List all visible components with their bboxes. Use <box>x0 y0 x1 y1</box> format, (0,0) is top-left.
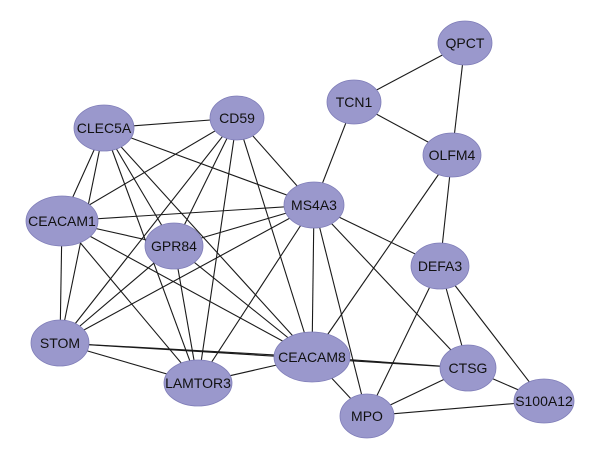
node-clec5a: CLEC5A <box>73 104 135 152</box>
node-shape <box>422 132 482 178</box>
node-label: CLEC5A <box>77 120 132 136</box>
node-label: OLFM4 <box>429 147 476 163</box>
node-shape <box>326 79 382 125</box>
edge-stom-ctsg <box>59 342 469 369</box>
node-lamtor3: LAMTOR3 <box>163 359 233 407</box>
node-tcn1: TCN1 <box>326 79 382 125</box>
edge-cd59-ceacam8 <box>236 117 313 358</box>
node-shape <box>437 20 493 66</box>
edge-clec5a-ms4a3 <box>103 127 315 206</box>
node-shape <box>439 344 497 392</box>
node-defa3: DEFA3 <box>410 242 470 290</box>
edge-defa3-mpo <box>366 265 441 417</box>
node-label: GPR84 <box>151 238 197 254</box>
edge-ms4a3-stom <box>59 204 315 344</box>
edge-cd59-ceacam1 <box>61 117 238 222</box>
node-mpo: MPO <box>339 393 395 439</box>
node-shape <box>73 104 135 152</box>
node-shape <box>209 95 265 141</box>
node-label: MPO <box>351 408 383 424</box>
node-label: CTSG <box>449 360 488 376</box>
edge-clec5a-ceacam8 <box>103 127 313 358</box>
node-ceacam1: CEACAM1 <box>25 195 99 247</box>
edge-cd59-stom <box>59 117 238 344</box>
node-ms4a3: MS4A3 <box>283 181 345 229</box>
node-cd59: CD59 <box>209 95 265 141</box>
edge-ceacam1-lamtor3 <box>61 220 199 384</box>
node-label: MS4A3 <box>291 197 337 213</box>
node-label: CD59 <box>219 110 255 126</box>
node-label: TCN1 <box>336 94 373 110</box>
node-shape <box>410 242 470 290</box>
edge-cd59-lamtor3 <box>197 117 238 384</box>
node-label: S100A12 <box>515 393 573 409</box>
edge-ceacam1-ceacam8 <box>61 220 313 358</box>
node-stom: STOM <box>30 319 90 367</box>
edge-defa3-s100a12 <box>439 265 545 402</box>
edge-olfm4-ceacam8 <box>311 154 453 358</box>
node-ctsg: CTSG <box>439 344 497 392</box>
edge-ms4a3-ctsg <box>313 204 469 369</box>
node-s100a12: S100A12 <box>513 378 575 424</box>
node-qpct: QPCT <box>437 20 493 66</box>
node-ceacam8: CEACAM8 <box>273 331 351 383</box>
edge-ms4a3-lamtor3 <box>197 204 315 384</box>
node-label: QPCT <box>446 35 485 51</box>
node-shape <box>30 319 90 367</box>
node-shape <box>163 359 233 407</box>
node-shape <box>513 378 575 424</box>
node-olfm4: OLFM4 <box>422 132 482 178</box>
node-label: STOM <box>40 335 80 351</box>
node-shape <box>273 331 351 383</box>
node-shape <box>339 393 395 439</box>
node-shape <box>283 181 345 229</box>
node-shape <box>25 195 99 247</box>
node-label: DEFA3 <box>418 258 463 274</box>
node-gpr84: GPR84 <box>144 222 204 270</box>
node-shape <box>144 222 204 270</box>
node-label: LAMTOR3 <box>165 375 231 391</box>
node-label: CEACAM1 <box>28 213 96 229</box>
edge-ms4a3-ceacam1 <box>61 204 315 222</box>
node-label: CEACAM8 <box>278 349 346 365</box>
edge-ms4a3-mpo <box>313 204 368 417</box>
